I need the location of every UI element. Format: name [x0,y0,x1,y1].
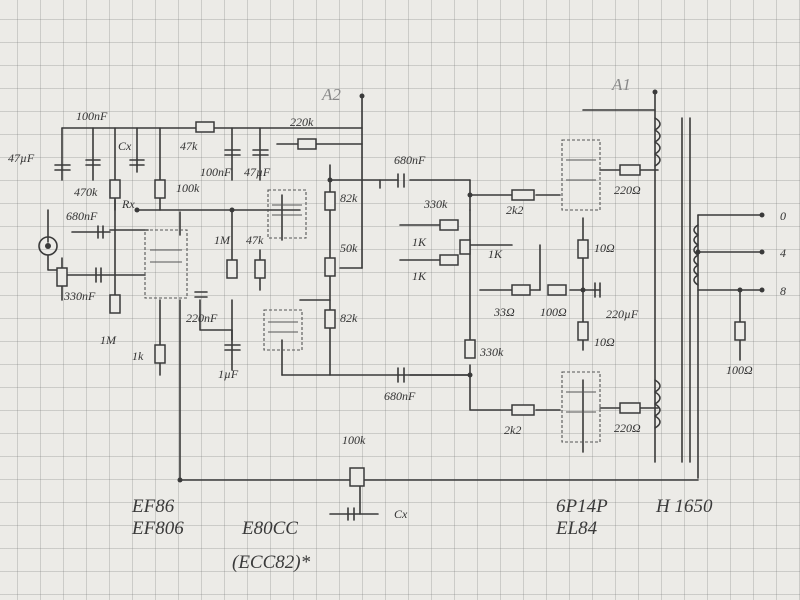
output-0-label: 0 [780,209,786,223]
r-2k2-a-label: 2k2 [506,203,523,217]
c-680nf-a-label: 680nF [394,153,426,167]
component-labels: 47µF 100nF Cx 470k Rx 100k 47k 100nF 47µ… [8,109,753,521]
r-100k-b-label: 100k [342,433,366,447]
tube-ef806-label: EF806 [131,518,184,539]
input-jack [38,236,58,256]
r-220r-a-label: 220Ω [614,183,641,197]
output-4-label: 4 [780,246,786,260]
r-220r-b-label: 220Ω [614,421,641,435]
r-47k-a-label: 47k [180,139,198,153]
cx-a-label: Cx [118,139,132,153]
c-100nf-a-label: 100nF [76,109,108,123]
node-labels: A2 A1 [321,75,631,104]
c-220uf-label: 220µF [606,307,639,321]
transformer-label: H 1650 [655,496,713,517]
c-47uf-label: 47µF [8,151,35,165]
tube-ecc82-label: (ECC82)* [232,552,311,573]
r-82k-b-label: 82k [340,311,358,325]
r-330k-b-label: 330k [479,345,504,359]
r-1k-b-label: 1K [412,235,427,249]
node-a2-label: A2 [321,85,341,104]
r-100r-out-label: 100Ω [726,363,753,377]
tube-labels: EF86 EF806 E80CC (ECC82)* 6P14P EL84 H 1… [131,496,713,573]
tube-6p14p-label: 6P14P [556,496,608,517]
c-680nf-in-label: 680nF [66,209,98,223]
rx-label: Rx [121,197,135,211]
tube-ef86-label: EF86 [131,496,175,517]
transformer-windings [654,117,699,429]
r-470k-label: 470k [74,185,98,199]
r-100k-a-label: 100k [176,181,200,195]
c-220nf-label: 220nF [186,311,218,325]
r-10r-b-label: 10Ω [594,335,615,349]
c-680nf-b-label: 680nF [384,389,416,403]
r-1m-a-label: 1M [100,333,117,347]
c-100nf-b-label: 100nF [200,165,232,179]
output-terminals: 0 4 8 [759,209,786,298]
node-a1-label: A1 [611,75,631,94]
r-1k-c-label: 1K [412,269,427,283]
tube-outlines [144,139,601,443]
r-1m-b-label: 1M [214,233,231,247]
r-50k-label: 50k [340,241,358,255]
capacitors [54,149,601,521]
r-1k-pot-label: 1K [488,247,503,261]
r-1k-a-label: 1k [132,349,144,363]
r-2k2-b-label: 2k2 [504,423,521,437]
cx-b-label: Cx [394,507,408,521]
r-82k-a-label: 82k [340,191,358,205]
r-33r-label: 33Ω [493,305,515,319]
junction-dots [134,89,743,483]
r-220k-label: 220k [290,115,314,129]
c-330nf-label: 330nF [63,289,96,303]
tube-el84-label: EL84 [555,518,598,539]
output-8-label: 8 [780,284,786,298]
tube-e80cc-label: E80CC [241,518,298,539]
r-330k-a-label: 330k [423,197,448,211]
c-1uf-label: 1µF [218,367,239,381]
r-47k-b-label: 47k [246,233,264,247]
r-100r-label: 100Ω [540,305,567,319]
r-10r-a-label: 10Ω [594,241,615,255]
c-47uf-b-label: 47µF [244,165,271,179]
resistors [56,121,746,487]
